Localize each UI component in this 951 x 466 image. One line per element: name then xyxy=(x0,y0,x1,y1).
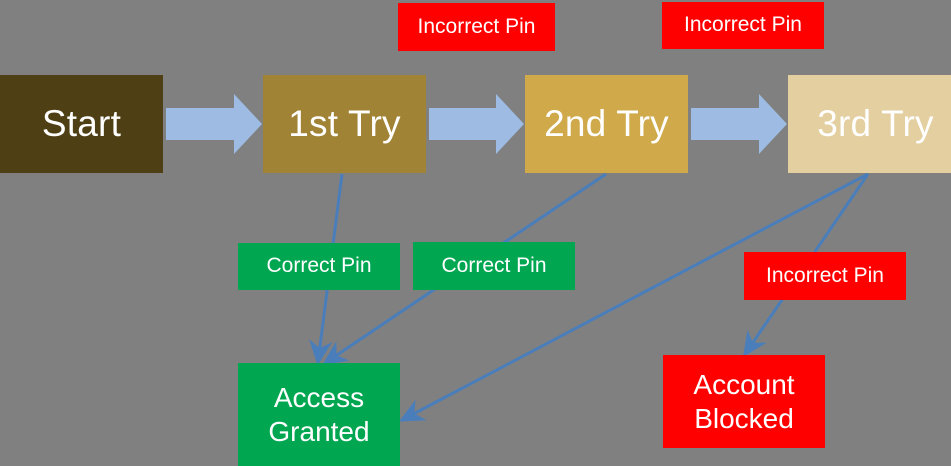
node-account-blocked-line2: Blocked xyxy=(694,402,794,434)
edge-label-correct-pin-2[interactable]: Correct Pin xyxy=(413,242,575,290)
edge-label-correct-pin-2-text: Correct Pin xyxy=(441,253,547,277)
node-3rd-try[interactable]: 3rd Try xyxy=(788,75,951,173)
node-1st-try[interactable]: 1st Try xyxy=(263,75,426,173)
edge-label-incorrect-pin-2[interactable]: Incorrect Pin xyxy=(662,2,824,49)
node-access-granted-line2: Granted xyxy=(268,415,370,447)
node-1st-try-label: 1st Try xyxy=(288,103,401,145)
block-arrow-try2-to-try3 xyxy=(691,94,787,154)
edge-label-incorrect-pin-1-text: Incorrect Pin xyxy=(417,14,536,38)
edge-label-incorrect-pin-3[interactable]: Incorrect Pin xyxy=(744,252,906,300)
arrow-try3-to-access-granted xyxy=(398,172,869,422)
node-account-blocked-line1: Account xyxy=(693,369,795,401)
edge-label-correct-pin-1-text: Correct Pin xyxy=(266,254,372,278)
node-account-blocked[interactable]: Account Blocked xyxy=(663,355,825,448)
block-arrow-start-to-try1 xyxy=(166,94,262,154)
edge-label-incorrect-pin-2-text: Incorrect Pin xyxy=(684,13,802,37)
node-access-granted[interactable]: Access Granted xyxy=(238,363,400,466)
edge-label-correct-pin-1[interactable]: Correct Pin xyxy=(238,243,400,290)
edge-label-incorrect-pin-3-text: Incorrect Pin xyxy=(766,263,884,287)
block-arrow-try1-to-try2 xyxy=(429,94,524,154)
node-2nd-try-label: 2nd Try xyxy=(544,103,669,145)
node-start-label: Start xyxy=(41,103,122,145)
node-2nd-try[interactable]: 2nd Try xyxy=(525,75,688,173)
edge-label-incorrect-pin-1[interactable]: Incorrect Pin xyxy=(398,3,555,51)
node-access-granted-line1: Access xyxy=(273,382,365,414)
node-start[interactable]: Start xyxy=(0,75,163,173)
node-3rd-try-label: 3rd Try xyxy=(817,103,934,145)
